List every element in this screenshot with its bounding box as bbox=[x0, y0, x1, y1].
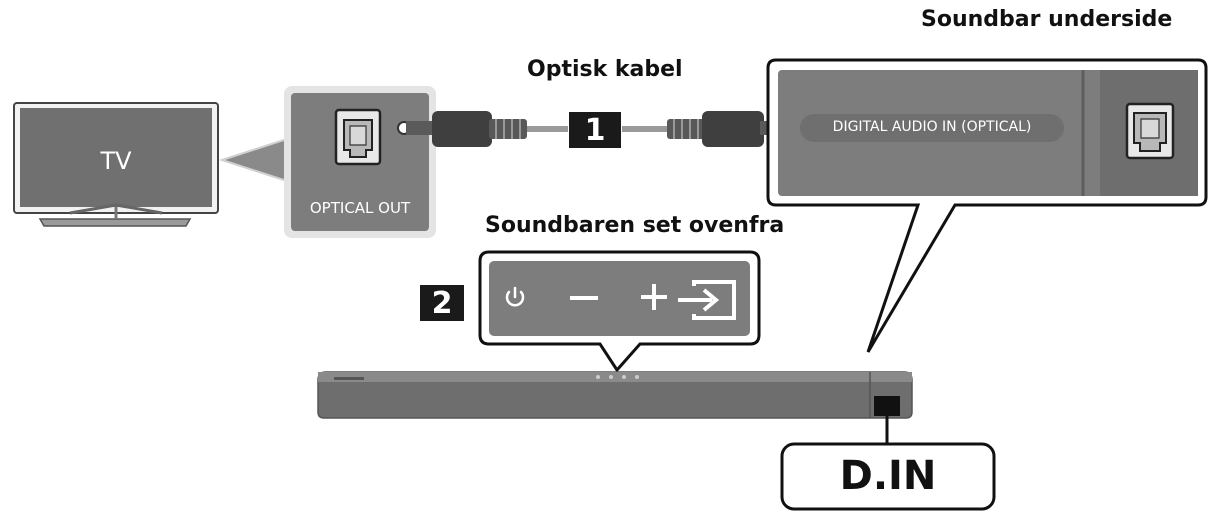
optical-out-label: OPTICAL OUT bbox=[309, 199, 411, 217]
soundbar-top-view-heading: Soundbaren set ovenfra bbox=[485, 213, 785, 238]
soundbar-illustration bbox=[317, 371, 913, 445]
soundbar-underside-heading: Soundbar underside bbox=[921, 7, 1173, 32]
step-2-badge: 2 bbox=[420, 285, 464, 321]
tv-callout-pointer bbox=[218, 136, 291, 184]
tv-illustration bbox=[13, 102, 219, 227]
d-in-label-box bbox=[780, 442, 996, 511]
top-view-callout bbox=[478, 250, 761, 373]
minus-icon bbox=[570, 296, 598, 300]
step-1-badge: 1 bbox=[569, 112, 621, 148]
underside-callout bbox=[766, 58, 1208, 353]
optical-out-panel bbox=[284, 86, 436, 238]
source-input-icon bbox=[678, 280, 736, 320]
tv-label: TV bbox=[100, 147, 132, 175]
plus-icon bbox=[641, 284, 667, 310]
digital-audio-in-label: DIGITAL AUDIO IN (OPTICAL) bbox=[832, 119, 1032, 135]
optical-cable-heading: Optisk kabel bbox=[527, 57, 683, 82]
d-in-label: D.IN bbox=[839, 453, 937, 499]
power-icon bbox=[505, 286, 525, 307]
